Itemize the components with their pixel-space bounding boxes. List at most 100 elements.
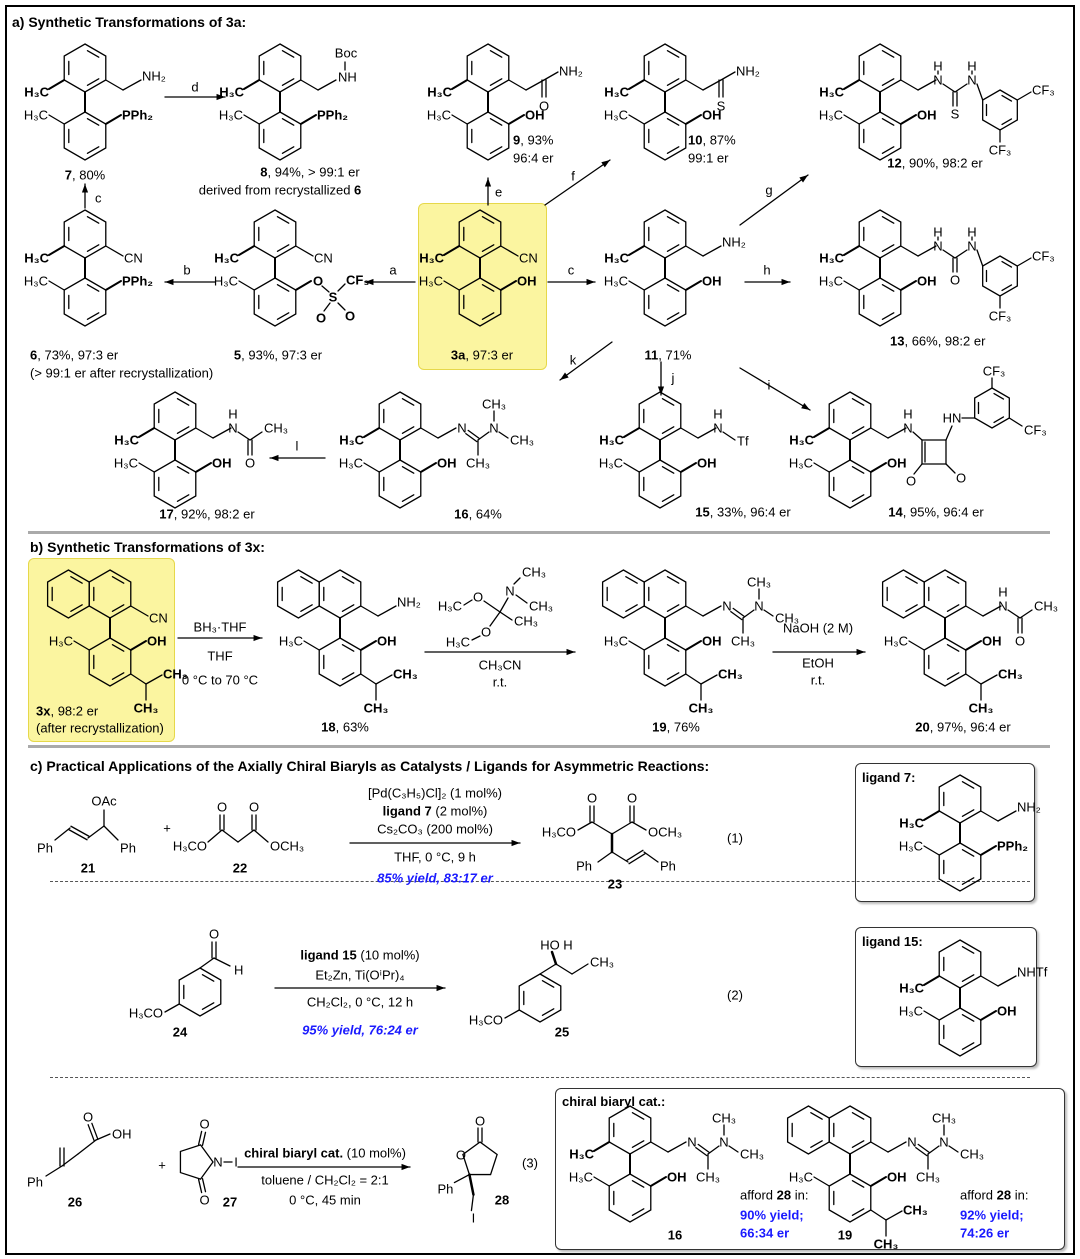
atom-label: H₃C	[278, 633, 303, 649]
atom-label: CN	[314, 250, 333, 266]
caption-text: , 97:3 er	[465, 347, 514, 363]
bond	[666, 672, 680, 680]
atom-label: N	[505, 583, 515, 599]
atom-label: CH₃	[529, 598, 554, 614]
atom-label: H	[713, 406, 723, 422]
bond	[164, 1003, 180, 1013]
bond	[294, 280, 312, 291]
bond	[550, 950, 558, 966]
ring	[88, 637, 132, 687]
atom-label: OH	[702, 633, 722, 649]
compound-number: 7	[64, 167, 72, 183]
bond	[722, 431, 736, 441]
bond	[742, 609, 755, 619]
ring	[378, 459, 422, 509]
bond	[899, 280, 917, 291]
result-text: 92% yield;	[960, 1207, 1024, 1223]
bond	[628, 280, 645, 291]
bond	[276, 284, 290, 292]
reaction-arrow-head	[165, 278, 174, 286]
caption-text: in:	[791, 1187, 809, 1203]
atom-label: H₃C	[339, 432, 364, 448]
bond	[982, 605, 1002, 617]
caption-text: , 33%, 96:4 er	[709, 504, 791, 520]
atom-label: O	[905, 473, 917, 489]
bond	[498, 431, 509, 439]
bond	[499, 280, 517, 291]
compound-number: ligand 7	[382, 803, 432, 819]
atom-label: OAc	[91, 793, 117, 809]
atom-label: H₃C	[818, 107, 843, 123]
atom-label: OH	[212, 455, 232, 471]
bond	[105, 245, 124, 257]
atom-label: OH	[917, 107, 937, 123]
reaction-arrow-head	[799, 175, 808, 183]
atom-label: N	[713, 420, 723, 436]
bond	[881, 118, 895, 126]
section-c-title: c) Practical Applications of the Axially…	[30, 758, 710, 774]
bond	[979, 1010, 997, 1021]
bond	[631, 1208, 645, 1216]
caption-text: , 73%, 97:3 er	[37, 347, 119, 363]
atom-label: H	[563, 937, 573, 953]
ring	[63, 111, 107, 161]
bond	[720, 71, 736, 81]
caption-note: (after recrystallization)	[36, 720, 164, 736]
bond	[597, 851, 613, 863]
bond	[86, 118, 100, 126]
caption-text: , 92%, 98:2 er	[173, 506, 255, 522]
reagent-letter: f	[571, 168, 575, 184]
condition-text: r.t.	[810, 672, 826, 688]
atom-label: H₃C	[426, 107, 451, 123]
bond	[323, 302, 331, 312]
ring	[318, 569, 362, 619]
atom-label: CH₃	[133, 700, 159, 716]
compound-number: 3x	[36, 703, 51, 719]
bond	[419, 462, 437, 473]
compound-caption: 10, 87%	[688, 134, 736, 147]
bond	[885, 1210, 903, 1221]
bond	[468, 1173, 475, 1196]
condition-text: [Pd(C₃H₅)Cl]₂ (1 mol%)	[367, 785, 503, 801]
bond	[103, 825, 119, 841]
ring	[179, 1144, 214, 1180]
bond	[728, 1145, 739, 1153]
atom-label: CH₃	[1034, 598, 1059, 614]
atom-label: CH₃	[510, 432, 535, 448]
atom-label: H₃CO	[172, 838, 207, 854]
bond	[321, 285, 330, 293]
bond	[489, 78, 503, 86]
bond	[870, 1141, 889, 1153]
ring	[643, 637, 687, 687]
bond	[626, 849, 644, 861]
atom-label: O	[626, 790, 638, 806]
ring	[518, 973, 562, 1023]
reagent-letter: c	[95, 190, 102, 206]
bond	[401, 494, 415, 502]
bond	[543, 71, 559, 81]
compound-number: 6	[30, 347, 38, 363]
bond	[238, 245, 256, 256]
bond	[700, 674, 718, 685]
bond	[697, 427, 717, 439]
bond	[249, 431, 263, 441]
bond	[443, 245, 461, 256]
compound-number: 9	[513, 132, 521, 148]
compound-caption: 13, 66%, 98:2 er	[890, 335, 985, 348]
atom-label: CH₃	[998, 666, 1023, 682]
ring	[643, 209, 687, 259]
atom-label: I	[234, 1154, 238, 1170]
atom-label: H₃C	[789, 432, 814, 448]
compound-caption: 3x, 98:2 er	[36, 705, 98, 718]
reaction-arrow-head	[216, 93, 225, 101]
bond	[104, 280, 122, 291]
bond	[111, 672, 125, 680]
atom-label: CH₃	[718, 666, 743, 682]
caption-text: , 97%, 96:4 er	[929, 719, 1011, 735]
atom-label: N	[933, 72, 943, 88]
bond	[702, 605, 722, 617]
caption-text: , 71%	[658, 347, 692, 363]
compound-caption: 7, 80%	[65, 169, 105, 182]
bond	[851, 1208, 865, 1216]
